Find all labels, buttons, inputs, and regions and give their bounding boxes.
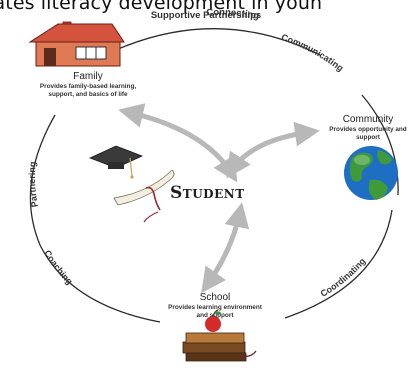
family-title: Family: [73, 71, 103, 82]
family-node: Family Provides family-based learning, s…: [18, 71, 158, 99]
arrow-family-student: [118, 103, 238, 183]
graduation-cap-icon: [88, 145, 144, 179]
arrow-community-student: [226, 121, 320, 179]
ring-label-top: Supportive Partnerships: [151, 10, 261, 21]
globe-icon: [344, 146, 398, 200]
community-node: Community Provides opportunity and suppo…: [318, 114, 418, 142]
apple-icon: [205, 309, 221, 332]
school-title: School: [199, 292, 231, 303]
community-description: Provides opportunity and support: [329, 126, 407, 141]
school-description: Provides learning environment and suppor…: [168, 304, 262, 319]
books-icon: [182, 332, 257, 362]
diploma-scroll-icon: [113, 169, 175, 223]
ring-arc-right-lower: [284, 209, 393, 319]
school-node: School Provides learning environment and…: [160, 292, 270, 320]
arrow-school-student: [201, 202, 250, 294]
student-label: Student: [170, 183, 245, 203]
caption-text: tates literacy development in youn: [0, 0, 323, 14]
ring-arc-top: [94, 28, 321, 61]
ring-arc-right: [361, 94, 399, 196]
community-title: Community: [342, 114, 394, 125]
family-description: Provides family-based learning, support,…: [39, 83, 137, 98]
ring-label-communicating: Communicating: [280, 32, 345, 73]
ring-label-coaching: Coaching: [42, 248, 74, 286]
ring-label-coordinating: Coordinating: [319, 256, 368, 299]
ring-arc-left: [29, 114, 161, 323]
ring-label-partnering: Partnering: [27, 161, 40, 208]
house-icon: [28, 21, 125, 67]
